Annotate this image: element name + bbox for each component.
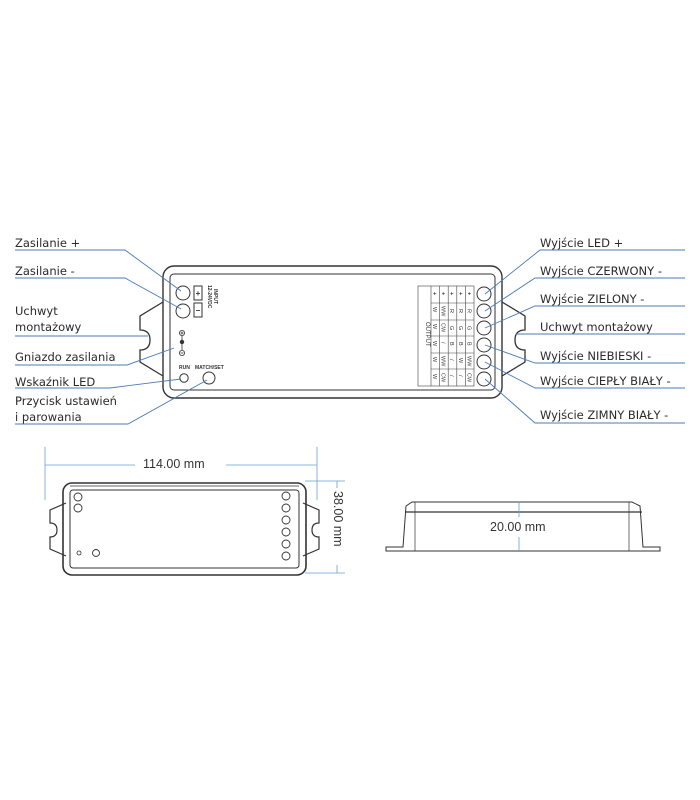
- terminal-green: [476, 320, 492, 336]
- terminal-led-plus: [476, 286, 492, 302]
- label-green-minus: Wyjście ZIELONY -: [540, 292, 645, 306]
- input-label: INPUT: [212, 289, 218, 304]
- svg-text:G: G: [465, 326, 471, 330]
- terminal-warm-white: [476, 354, 492, 370]
- match-set-button: [202, 371, 216, 385]
- label-cold-white-minus: Wyjście ZIMNY BIAŁY -: [540, 408, 669, 422]
- svg-text:W: W: [431, 357, 437, 363]
- housing-outer: [162, 265, 503, 399]
- dimension-depth-label: 20.00 mm: [490, 520, 546, 534]
- input-terminals: [175, 285, 203, 319]
- svg-text:+: +: [448, 292, 454, 295]
- label-power-minus: Zasilanie -: [15, 264, 75, 278]
- output-label: OUTPUT: [424, 322, 430, 347]
- plus-box: [193, 285, 203, 301]
- run-led-indicator: [179, 373, 189, 383]
- svg-text:W: W: [431, 307, 437, 313]
- svg-text:W: W: [431, 324, 437, 330]
- label-led-plus: Wyjście LED +: [540, 236, 624, 250]
- dimension-lines-height: [305, 480, 345, 574]
- svg-text:W: W: [431, 374, 437, 380]
- svg-text:+: +: [465, 292, 471, 295]
- label-warm-white-minus: Wyjście CIEPŁY BIAŁY -: [540, 374, 671, 388]
- terminal-red: [476, 303, 492, 319]
- plus-sign: +: [196, 289, 201, 298]
- svg-text:+: +: [457, 292, 463, 295]
- terminal-blue: [476, 337, 492, 353]
- mount-ear-right: [501, 301, 526, 377]
- svg-text:CW: CW: [440, 323, 446, 333]
- output-table-cells: + + + + + W WW R R R W CW G G G W / B B …: [431, 292, 471, 383]
- svg-text:+: +: [440, 292, 446, 295]
- terminal-input-minus: [175, 303, 191, 319]
- svg-text:WW: WW: [440, 306, 446, 317]
- svg-text:CW: CW: [440, 373, 446, 383]
- dimension-height-label: 38.00 mm: [331, 491, 345, 547]
- svg-text:/: /: [457, 375, 463, 377]
- svg-text:G: G: [448, 326, 454, 330]
- device-top-view: [139, 265, 526, 399]
- svg-text:B: B: [448, 342, 454, 346]
- power-socket-symbol: [178, 329, 185, 356]
- svg-text:/: /: [448, 375, 454, 377]
- svg-text:R: R: [457, 309, 463, 313]
- label-power-socket: Gniazdo zasilania: [15, 350, 116, 364]
- match-set-label: MATCH/SET: [195, 365, 224, 371]
- svg-text:/: /: [448, 359, 454, 361]
- svg-text:WW: WW: [440, 356, 446, 367]
- output-terminals: [476, 286, 492, 387]
- label-setup-button-line1: Przycisk ustawień: [15, 394, 117, 408]
- label-mount-right: Uchwyt montażowy: [540, 320, 653, 334]
- housing-inner: [169, 273, 496, 391]
- leader-lines-right: [484, 249, 685, 424]
- dimension-lines-width: [44, 447, 318, 500]
- svg-text:WW: WW: [465, 356, 471, 367]
- label-blue-minus: Wyjście NIEBIESKI -: [540, 349, 652, 363]
- device-dimension-view: [44, 447, 345, 576]
- svg-text:W: W: [431, 341, 437, 347]
- label-red-minus: Wyjście CZERWONY -: [540, 264, 662, 278]
- svg-text:B: B: [457, 342, 463, 346]
- leader-lines-left: [15, 249, 208, 425]
- svg-text:W: W: [457, 358, 463, 364]
- minus-box: [193, 302, 203, 318]
- label-power-plus: Zasilanie +: [15, 236, 81, 250]
- svg-text:/: /: [440, 342, 446, 344]
- output-table: [417, 285, 475, 387]
- label-mount-line2: montażowy: [15, 320, 82, 334]
- svg-text:G: G: [457, 326, 463, 330]
- svg-text:+: +: [431, 292, 437, 295]
- terminal-cold-white: [476, 371, 492, 387]
- device-outline: [49, 482, 320, 576]
- minus-sign: −: [196, 306, 201, 315]
- terminal-input-plus: [175, 285, 191, 301]
- svg-text:R: R: [448, 309, 454, 313]
- svg-text:B: B: [465, 342, 471, 346]
- label-mount-line1: Uchwyt: [15, 304, 58, 318]
- svg-text:R: R: [465, 309, 471, 313]
- dimension-width-label: 114.00 mm: [143, 457, 205, 471]
- device-side-view: [385, 501, 661, 552]
- input-voltage: 12-24VDC: [206, 285, 212, 309]
- svg-text:CW: CW: [465, 373, 471, 383]
- run-label: RUN: [179, 365, 190, 371]
- label-setup-button-line2: i parowania: [15, 410, 82, 424]
- label-led-indicator: Wskaźnik LED: [15, 375, 96, 389]
- mount-ear-left: [139, 301, 164, 377]
